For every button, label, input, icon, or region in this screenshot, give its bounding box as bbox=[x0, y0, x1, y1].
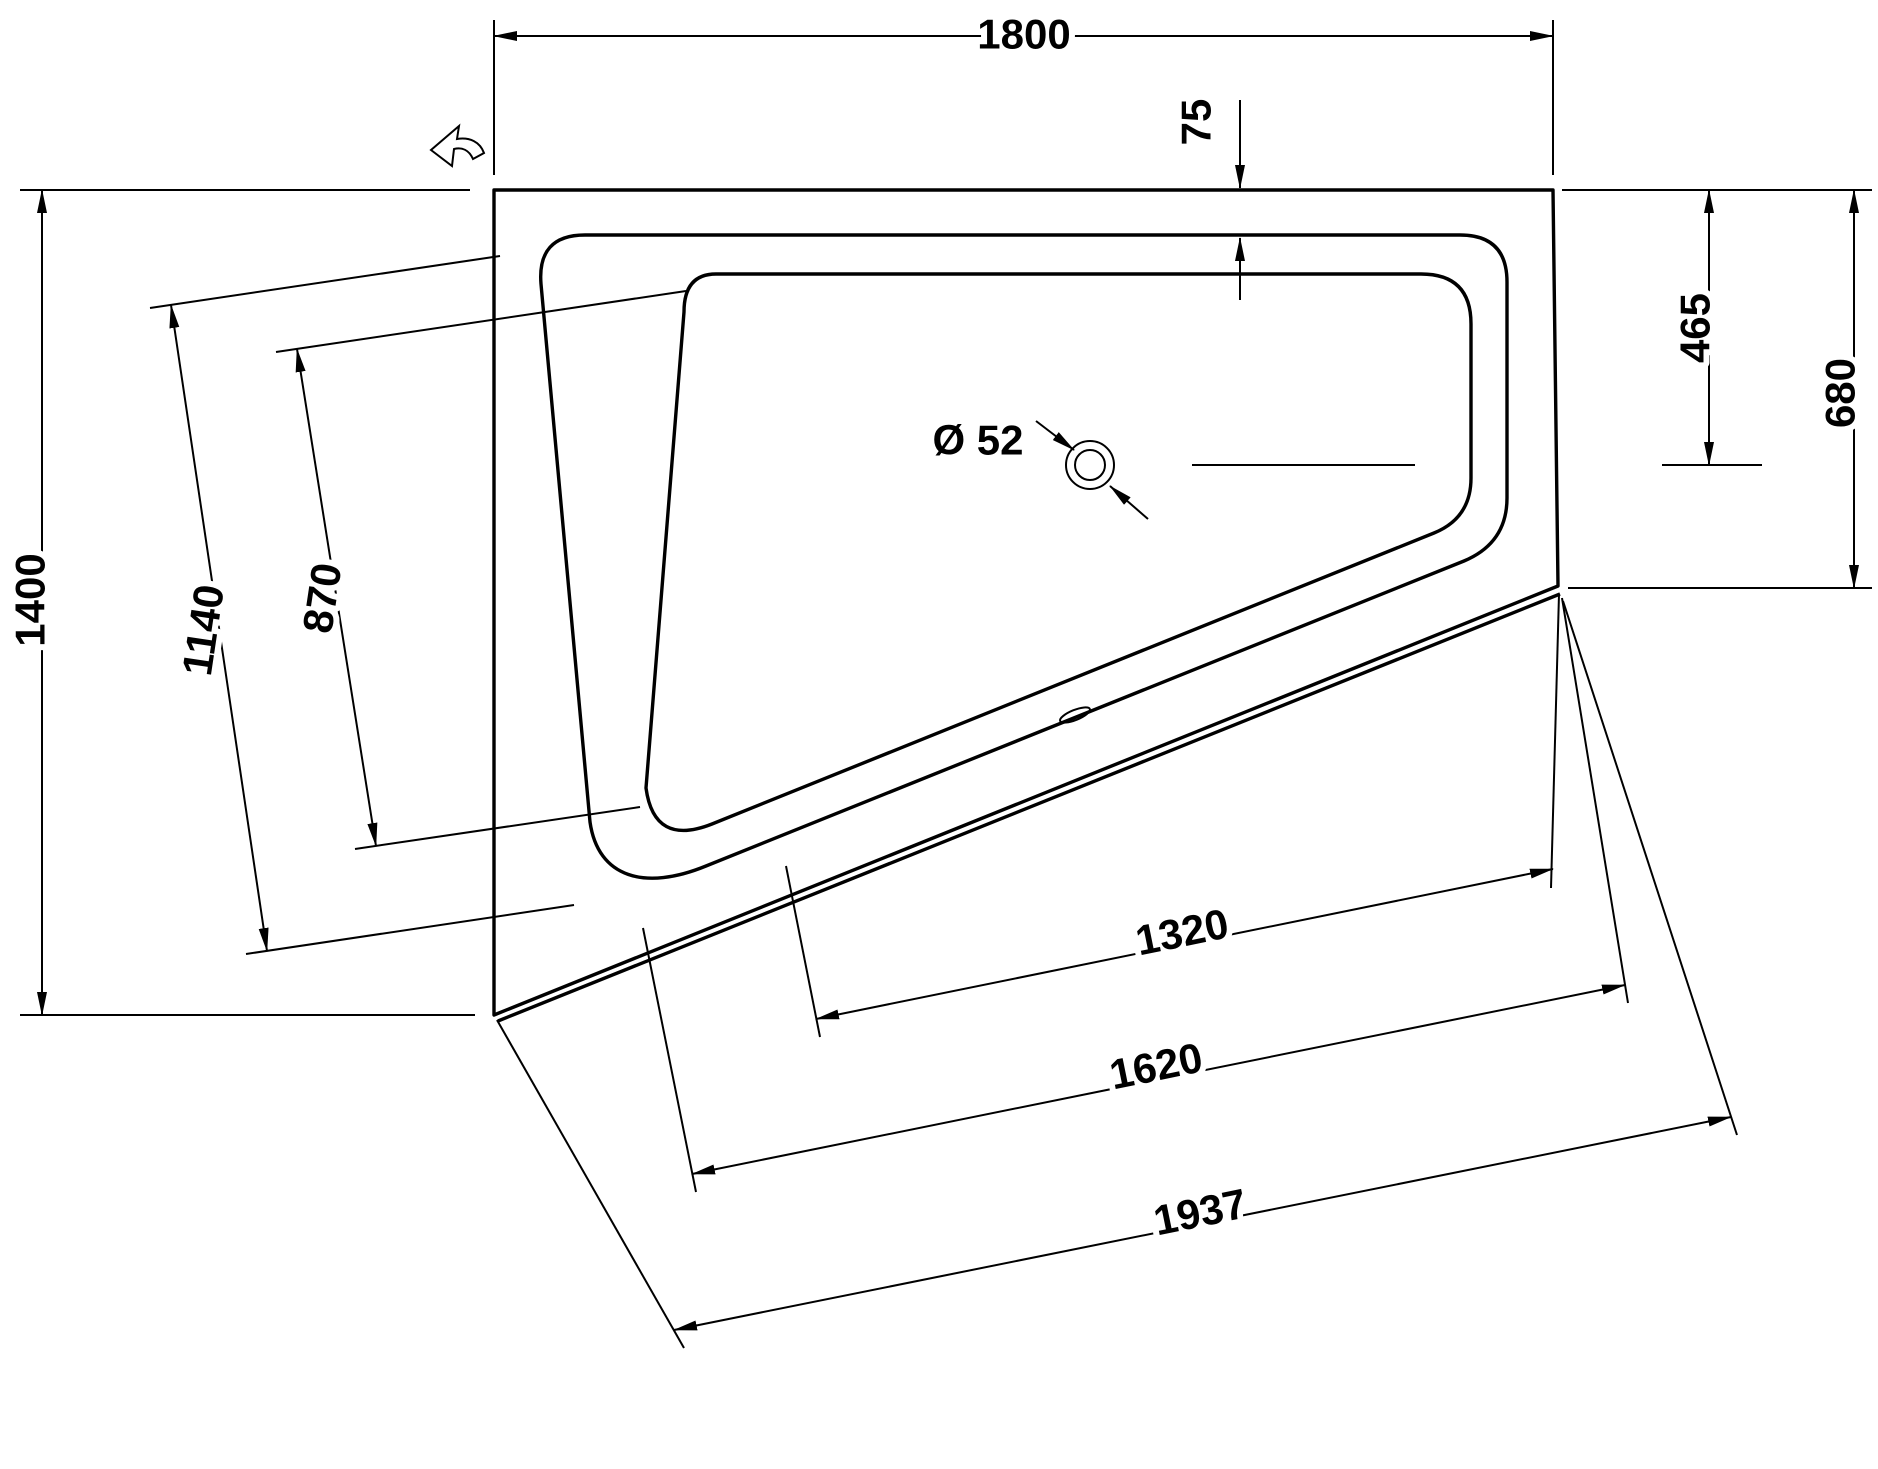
extension-line-right bbox=[1562, 600, 1738, 1136]
extension-line-left bbox=[642, 927, 697, 1193]
tub-basin-contour bbox=[644, 272, 1473, 833]
dimension-label: 1937 bbox=[1150, 1180, 1251, 1245]
overflow-slot bbox=[1059, 706, 1091, 724]
extension-line-bottom bbox=[354, 806, 641, 850]
dimension-drain-from-top: 465 bbox=[1562, 189, 1872, 466]
extension-line-top bbox=[149, 255, 501, 309]
leader-arrow-lower bbox=[1109, 485, 1149, 520]
extension-line-left bbox=[496, 1019, 685, 1349]
dimension-label: 75 bbox=[1173, 99, 1220, 146]
tub-panel-edge bbox=[497, 592, 1561, 1023]
bathtub bbox=[429, 123, 1561, 1023]
drain-diameter-callout: Ø 52 bbox=[926, 411, 1149, 520]
tub-rim-inner-contour bbox=[539, 233, 1509, 880]
dimension-inner-length-left-outer: 1140 bbox=[149, 255, 575, 955]
dimension-inner-length-left-inner: 870 bbox=[275, 290, 687, 850]
dimension-bottom-span-outer: 1937 bbox=[496, 600, 1738, 1349]
tub-outer-edge bbox=[492, 188, 1560, 1017]
dimension-label: 1620 bbox=[1106, 1034, 1207, 1099]
dimension-rim-offset: 75 bbox=[1167, 93, 1245, 300]
dimension-line bbox=[169, 304, 269, 952]
dimension-bottom-span-inner: 1320 bbox=[785, 593, 1560, 1038]
extension-line-right bbox=[1561, 597, 1629, 1004]
dimension-overall-depth-left: 1400 bbox=[1, 189, 475, 1016]
dimension-line bbox=[295, 348, 378, 847]
dimension-line bbox=[673, 1116, 1732, 1331]
dimension-label: 1800 bbox=[977, 11, 1070, 58]
entry-direction-arrow-icon bbox=[429, 123, 486, 168]
dimension-label: 1320 bbox=[1132, 900, 1233, 965]
extension-line-top bbox=[275, 290, 687, 353]
dimension-right-side-depth: 680 bbox=[1568, 189, 1872, 589]
drain-inner-circle bbox=[1074, 449, 1106, 481]
dimension-label: 1400 bbox=[7, 553, 54, 646]
extension-line-bottom bbox=[245, 904, 575, 955]
drain-diameter-label: Ø 52 bbox=[932, 417, 1023, 464]
dimension-overall-width: 1800 bbox=[493, 5, 1554, 175]
extension-line-right bbox=[1550, 593, 1560, 889]
dimension-label: 680 bbox=[1817, 358, 1864, 428]
drain-outer-circle bbox=[1065, 440, 1115, 490]
dimension-label: 870 bbox=[294, 560, 351, 636]
leader-arrow-upper bbox=[1035, 420, 1075, 451]
dimension-label: 465 bbox=[1672, 293, 1719, 363]
drain bbox=[1065, 440, 1415, 490]
